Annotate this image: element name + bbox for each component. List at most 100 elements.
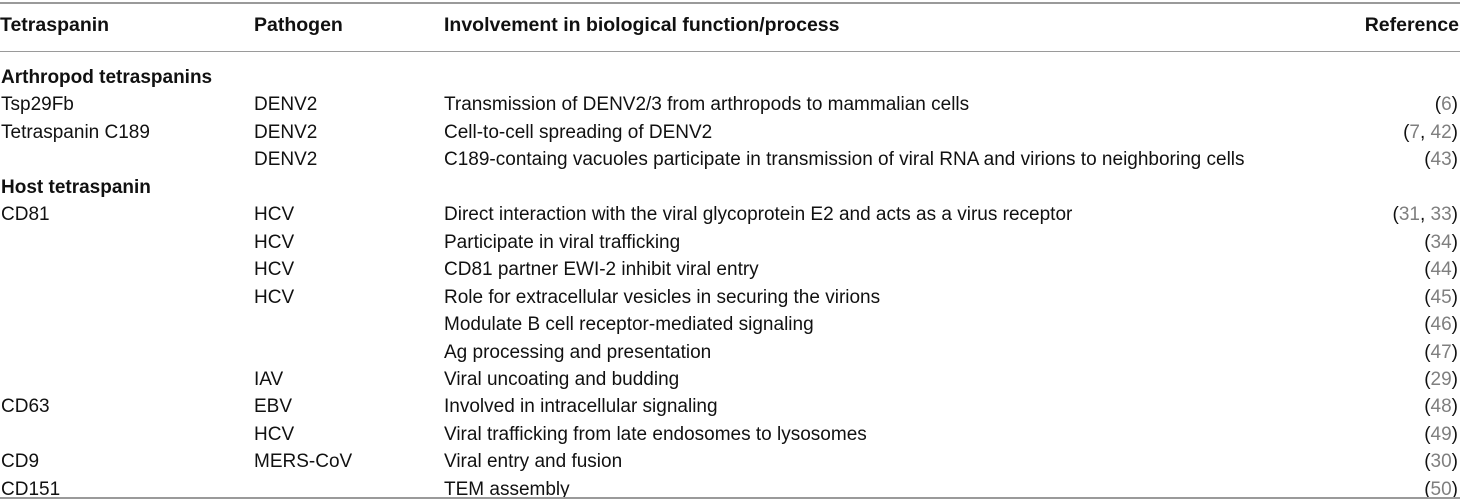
table-row: HCV Viral trafficking from late endosomes… xyxy=(0,421,1460,448)
header-function: Involvement in biological function/proce… xyxy=(444,14,840,36)
table-top-rule xyxy=(0,2,1460,4)
cell-tetraspanin: CD151 xyxy=(1,478,61,500)
section-row: Arthropod tetraspanins xyxy=(0,64,1460,91)
reference-link[interactable]: 44 xyxy=(1430,259,1452,281)
cell-pathogen: DENV2 xyxy=(254,94,318,116)
ref-open-paren: ( xyxy=(1403,121,1410,143)
cell-function: TEM assembly xyxy=(444,478,570,500)
ref-close-paren: ) xyxy=(1451,478,1458,500)
cell-reference: (44) xyxy=(1424,256,1458,283)
reference-link[interactable]: 6 xyxy=(1441,94,1452,116)
reference-link[interactable]: 47 xyxy=(1430,341,1452,363)
reference-link[interactable]: 43 xyxy=(1430,149,1452,171)
section-title: Host tetraspanin xyxy=(1,176,151,198)
ref-open-paren: ( xyxy=(1424,259,1431,281)
cell-reference: (46) xyxy=(1424,311,1458,338)
cell-function: C189-containg vacuoles participate in tr… xyxy=(444,149,1245,171)
cell-function: Role for extracellular vesicles in secur… xyxy=(444,286,881,308)
reference-link[interactable]: 50 xyxy=(1430,478,1452,500)
cell-reference: (30) xyxy=(1424,448,1458,475)
ref-separator: , xyxy=(1419,121,1431,143)
ref-close-paren: ) xyxy=(1451,314,1458,336)
table-bottom-rule xyxy=(0,497,1460,499)
ref-open-paren: ( xyxy=(1424,341,1431,363)
cell-tetraspanin: CD81 xyxy=(1,204,50,226)
ref-close-paren: ) xyxy=(1451,286,1458,308)
table-row: Ag processing and presentation (47) xyxy=(0,339,1460,366)
cell-reference: (29) xyxy=(1424,366,1458,393)
cell-function: Viral uncoating and budding xyxy=(444,368,680,390)
reference-link[interactable]: 29 xyxy=(1430,368,1452,390)
reference-link[interactable]: 33 xyxy=(1430,204,1452,226)
reference-link[interactable]: 30 xyxy=(1430,451,1452,473)
cell-function: Involved in intracellular signaling xyxy=(444,396,718,418)
cell-tetraspanin: CD9 xyxy=(1,451,40,473)
cell-reference: (50) xyxy=(1424,476,1458,503)
section-title: Arthropod tetraspanins xyxy=(1,67,213,88)
header-tetraspanin: Tetraspanin xyxy=(0,14,110,36)
cell-pathogen: EBV xyxy=(254,396,293,418)
ref-separator: , xyxy=(1419,204,1431,226)
cell-function: Cell-to-cell spreading of DENV2 xyxy=(444,121,713,143)
table-row: IAV Viral uncoating and budding (29) xyxy=(0,366,1460,393)
table-row: CD63 EBV Involved in intracellular signali… xyxy=(0,393,1460,420)
cell-reference: (34) xyxy=(1424,229,1458,256)
table-row: HCV Participate in viral trafficking (34) xyxy=(0,229,1460,256)
ref-open-paren: ( xyxy=(1424,286,1431,308)
cell-reference: (49) xyxy=(1424,421,1458,448)
cell-pathogen: DENV2 xyxy=(254,149,318,171)
ref-close-paren: ) xyxy=(1451,231,1458,253)
reference-link[interactable]: 42 xyxy=(1430,121,1452,143)
cell-function: Ag processing and presentation xyxy=(444,341,712,363)
cell-reference: (47) xyxy=(1424,339,1458,366)
ref-open-paren: ( xyxy=(1424,478,1431,500)
table-row: DENV2 C189-containg vacuoles participate … xyxy=(0,146,1460,173)
cell-function: Modulate B cell receptor-mediated signal… xyxy=(444,314,814,336)
ref-close-paren: ) xyxy=(1451,341,1458,363)
ref-close-paren: ) xyxy=(1451,423,1458,445)
ref-close-paren: ) xyxy=(1451,94,1458,116)
reference-link[interactable]: 45 xyxy=(1430,286,1452,308)
ref-close-paren: ) xyxy=(1451,451,1458,473)
cell-pathogen: DENV2 xyxy=(254,121,318,143)
ref-open-paren: ( xyxy=(1424,231,1431,253)
section-row: Host tetraspanin xyxy=(0,174,1460,201)
ref-close-paren: ) xyxy=(1451,121,1458,143)
cell-function: Participate in viral trafficking xyxy=(444,231,681,253)
cell-tetraspanin: CD63 xyxy=(1,396,50,418)
table-header-rule xyxy=(0,51,1460,52)
ref-open-paren: ( xyxy=(1424,149,1431,171)
cell-pathogen: HCV xyxy=(254,204,295,226)
ref-open-paren: ( xyxy=(1434,94,1442,116)
cell-function: Viral trafficking from late endosomes to… xyxy=(444,423,867,445)
ref-close-paren: ) xyxy=(1451,259,1458,281)
ref-close-paren: ) xyxy=(1451,396,1458,418)
cell-pathogen: IAV xyxy=(254,368,284,390)
header-reference: Reference xyxy=(1364,14,1459,36)
cell-function: Direct interaction with the viral glycop… xyxy=(444,204,1073,226)
reference-link[interactable]: 31 xyxy=(1398,204,1420,226)
reference-link[interactable]: 46 xyxy=(1430,314,1452,336)
cell-reference: (45) xyxy=(1424,284,1458,311)
cell-reference: (6) xyxy=(1435,91,1458,118)
cell-tetraspanin: Tsp29Fb xyxy=(1,94,74,116)
reference-link[interactable]: 49 xyxy=(1430,423,1452,445)
table-row: HCV Role for extracellular vesicles in se… xyxy=(0,284,1460,311)
ref-close-paren: ) xyxy=(1451,368,1458,390)
table-row: Modulate B cell receptor-mediated signal… xyxy=(0,311,1460,338)
reference-link[interactable]: 34 xyxy=(1430,231,1452,253)
ref-open-paren: ( xyxy=(1424,423,1431,445)
reference-link[interactable]: 48 xyxy=(1430,396,1452,418)
cell-pathogen: HCV xyxy=(254,423,295,445)
table-header-row: Tetraspanin Pathogen Involvement in biol… xyxy=(0,12,1460,39)
cell-pathogen: HCV xyxy=(254,286,295,308)
cell-pathogen: HCV xyxy=(254,231,295,253)
cell-function: Transmission of DENV2/3 from arthropods … xyxy=(444,94,970,116)
table-row: CD81 HCV Direct interaction with the viral… xyxy=(0,201,1460,228)
cell-pathogen: MERS-CoV xyxy=(254,451,353,473)
cell-pathogen: HCV xyxy=(254,259,295,281)
reference-link[interactable]: 7 xyxy=(1409,121,1420,143)
